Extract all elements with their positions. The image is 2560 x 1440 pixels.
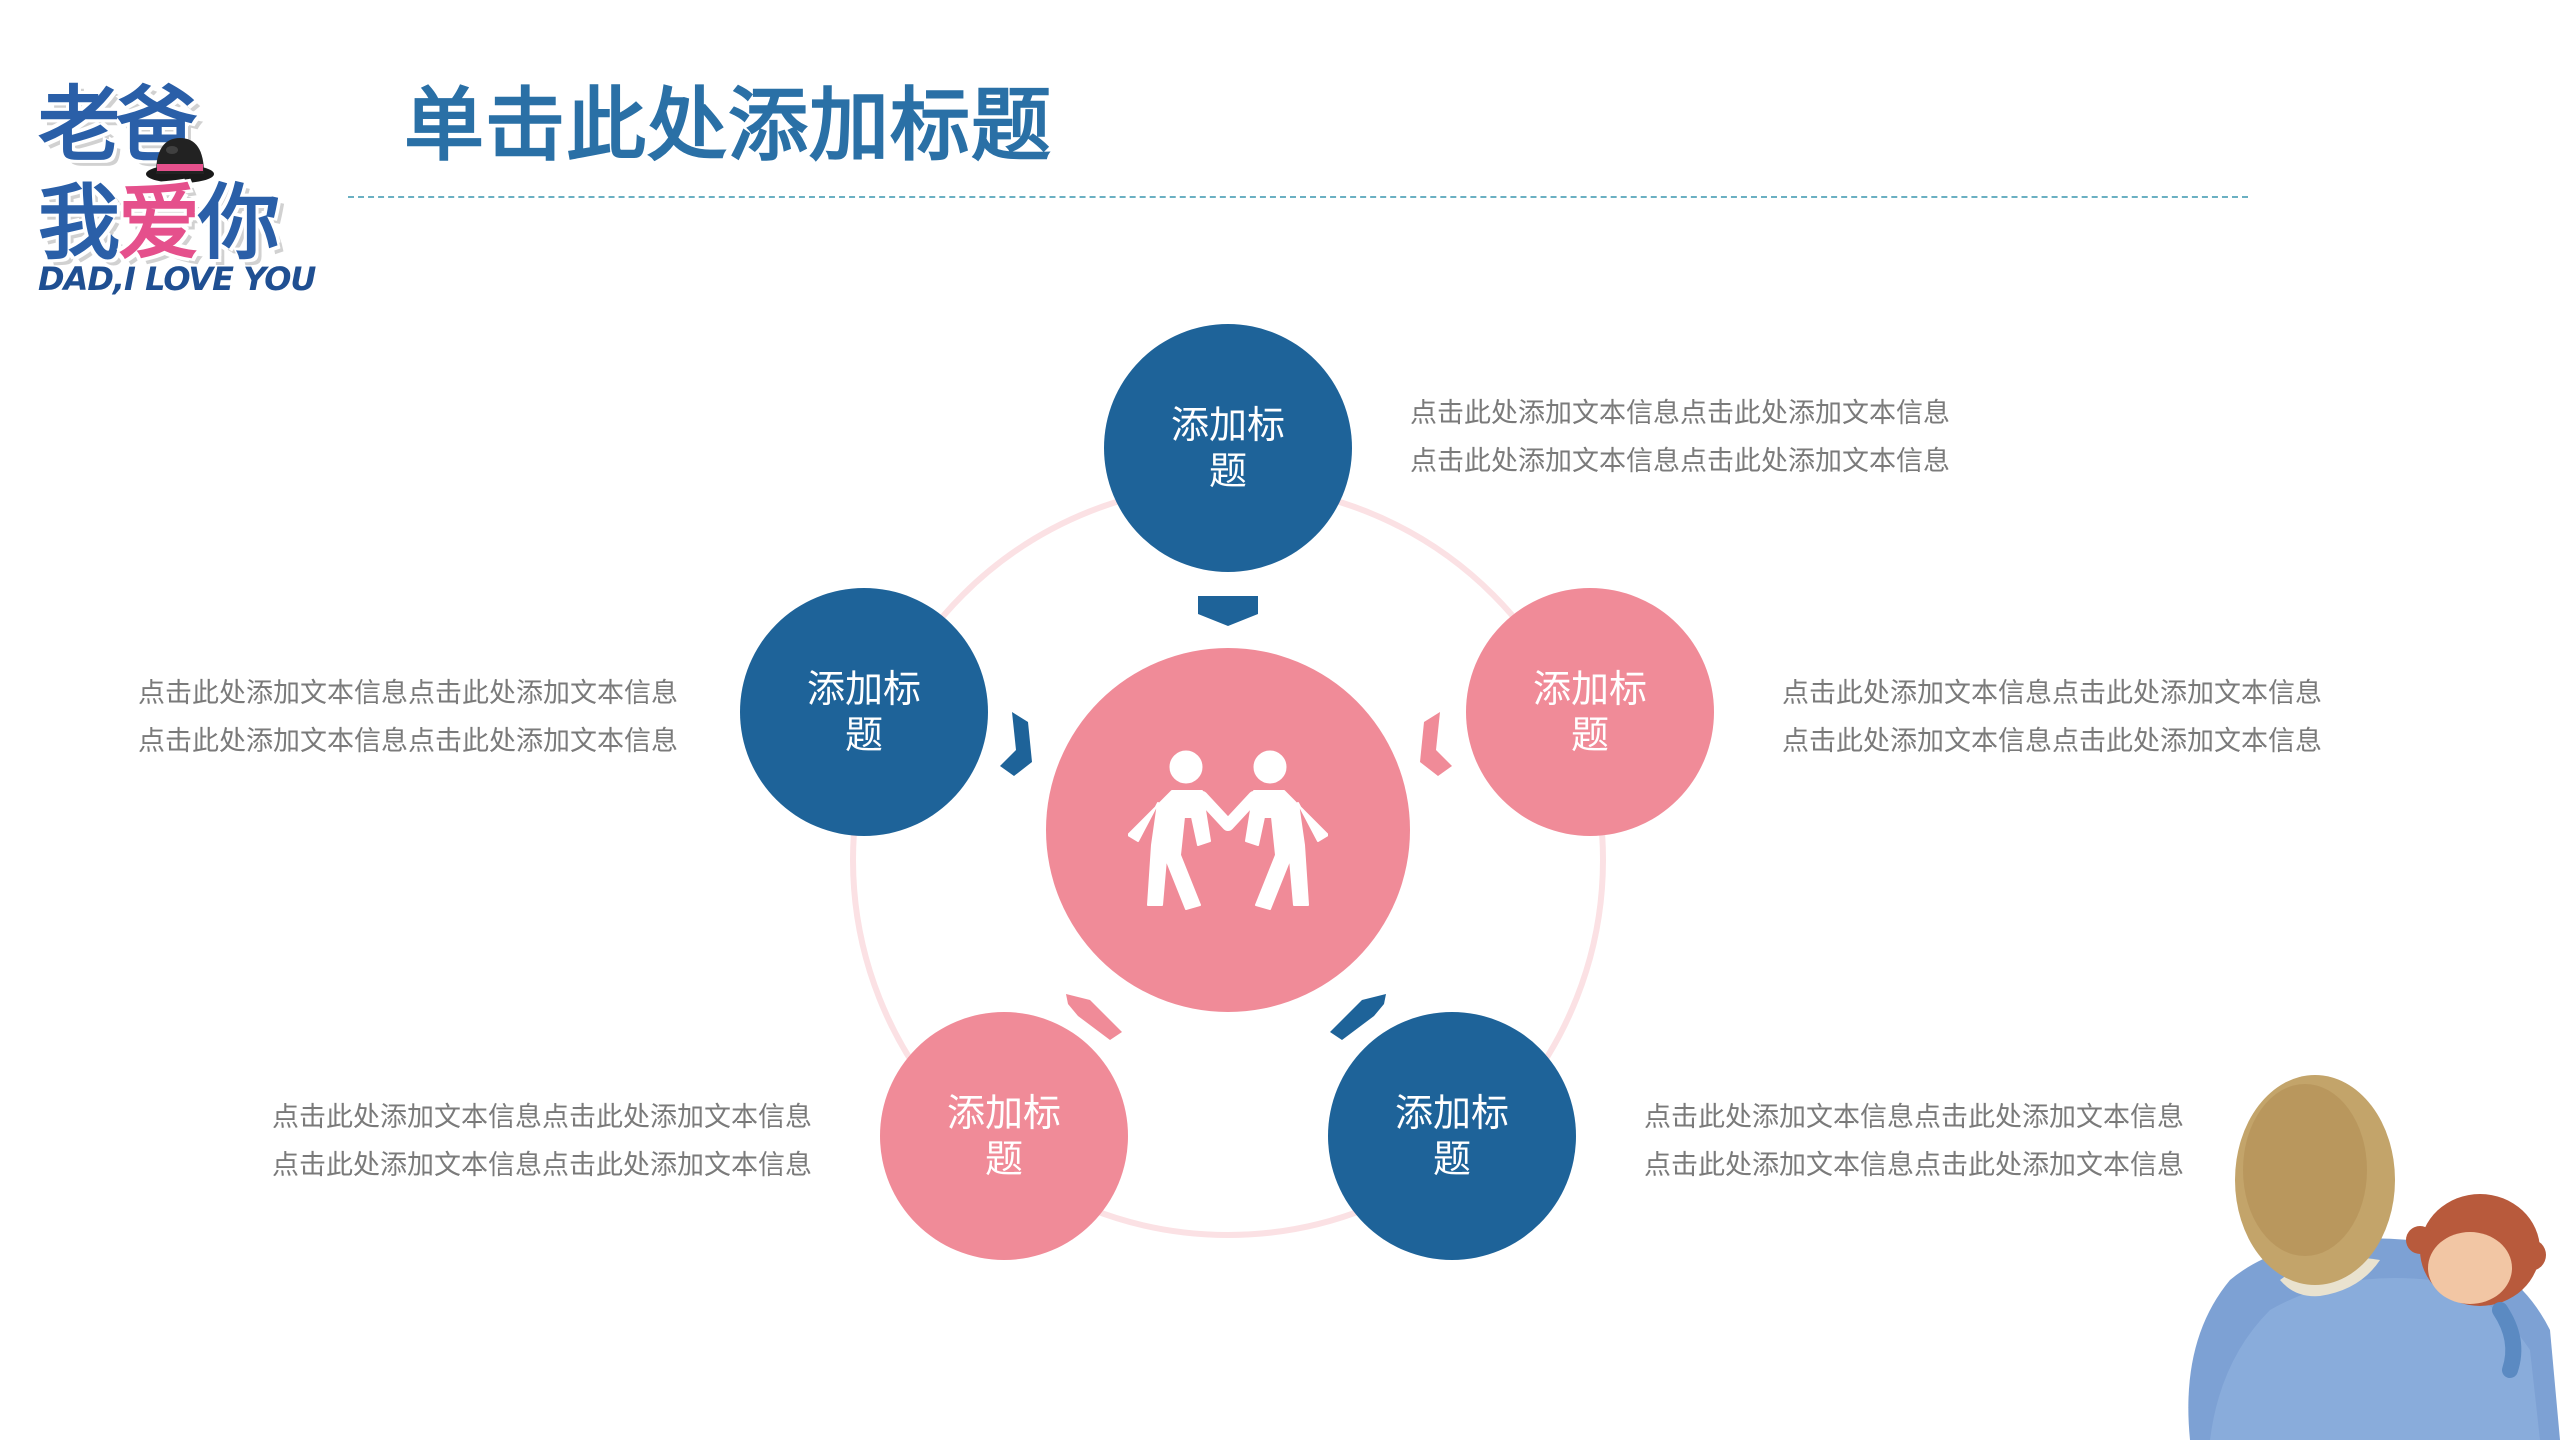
description-bottom-left-line1: 点击此处添加文本信息点击此处添加文本信息 — [272, 1102, 812, 1133]
node-right[interactable]: 添加标题 — [1466, 588, 1714, 836]
description-bottom-right-line1: 点击此处添加文本信息点击此处添加文本信息 — [1644, 1102, 2184, 1133]
description-right-line1: 点击此处添加文本信息点击此处添加文本信息 — [1782, 678, 2322, 709]
logo-line-2: 我爱你 — [38, 156, 280, 275]
description-right-line2: 点击此处添加文本信息点击此处添加文本信息 — [1782, 726, 2322, 757]
description-left-line1: 点击此处添加文本信息点击此处添加文本信息 — [138, 678, 678, 709]
node-bottom-right[interactable]: 添加标题 — [1328, 1012, 1576, 1260]
description-top[interactable]: 点击此处添加文本信息点击此处添加文本信息 点击此处添加文本信息点击此处添加文本信… — [1410, 390, 1950, 486]
node-left-label: 添加标题 — [806, 667, 921, 757]
father-child-illustration — [2188, 1075, 2560, 1440]
description-left-line2: 点击此处添加文本信息点击此处添加文本信息 — [138, 726, 678, 757]
node-bottom-left[interactable]: 添加标题 — [880, 1012, 1128, 1260]
description-top-line1: 点击此处添加文本信息点击此处添加文本信息 — [1410, 398, 1950, 429]
description-right[interactable]: 点击此处添加文本信息点击此处添加文本信息 点击此处添加文本信息点击此处添加文本信… — [1782, 670, 2322, 766]
description-bottom-left[interactable]: 点击此处添加文本信息点击此处添加文本信息 点击此处添加文本信息点击此处添加文本信… — [272, 1094, 812, 1190]
bowler-hat-icon — [146, 138, 214, 183]
node-right-label: 添加标题 — [1532, 667, 1647, 757]
logo-char-3: 你 — [198, 176, 280, 271]
logo-subtitle: DAD,I LOVE YOU — [38, 260, 316, 298]
people-handshake-icon — [1128, 750, 1328, 910]
logo: 老爸 我爱你 DAD,I LOVE YOU — [30, 40, 350, 310]
title-divider — [348, 196, 2248, 198]
logo-char-1: 我 — [38, 176, 120, 271]
node-bottom-left-label: 添加标题 — [946, 1091, 1061, 1181]
page-title[interactable]: 单击此处添加标题 — [404, 79, 1052, 172]
arrow-bottom-left — [1066, 994, 1122, 1040]
description-top-line2: 点击此处添加文本信息点击此处添加文本信息 — [1410, 446, 1950, 477]
node-left[interactable]: 添加标题 — [740, 588, 988, 836]
arrow-bottom-right — [1330, 994, 1386, 1040]
center-circle — [1046, 648, 1410, 1012]
logo-char-2: 爱 — [118, 176, 200, 271]
node-top[interactable]: 添加标题 — [1104, 324, 1352, 572]
arrow-right — [1420, 712, 1452, 776]
description-bottom-right[interactable]: 点击此处添加文本信息点击此处添加文本信息 点击此处添加文本信息点击此处添加文本信… — [1644, 1094, 2184, 1190]
node-top-label: 添加标题 — [1170, 403, 1285, 493]
node-bottom-right-label: 添加标题 — [1394, 1091, 1509, 1181]
description-bottom-right-line2: 点击此处添加文本信息点击此处添加文本信息 — [1644, 1150, 2184, 1181]
arrow-left — [1000, 712, 1032, 776]
description-bottom-left-line2: 点击此处添加文本信息点击此处添加文本信息 — [272, 1150, 812, 1181]
description-left[interactable]: 点击此处添加文本信息点击此处添加文本信息 点击此处添加文本信息点击此处添加文本信… — [138, 670, 678, 766]
arrow-top — [1198, 596, 1258, 626]
